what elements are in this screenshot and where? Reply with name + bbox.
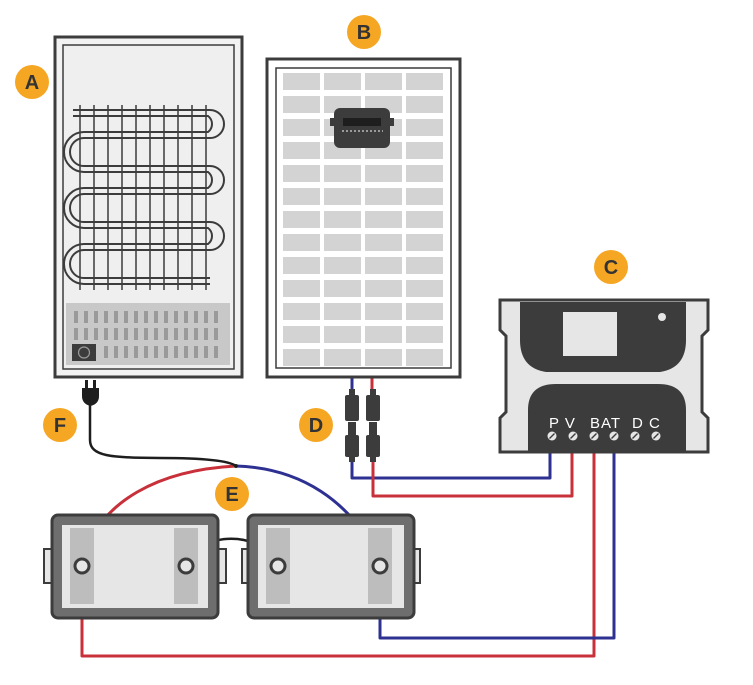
pv-blue-wire [350,452,552,480]
solar-cell [283,165,320,182]
solar-cell [365,349,402,366]
solar-cell [406,119,443,136]
solar-cell [283,142,320,159]
fridge [53,35,244,379]
solar-cell [406,234,443,251]
solar-cell [324,257,361,274]
badge-f-text: F [54,415,66,437]
badge-a: A [15,65,49,99]
solar-cell [365,73,402,90]
solar-cell [365,211,402,228]
solar-cell [324,188,361,205]
badge-b-text: B [357,22,371,44]
solar-cell [283,119,320,136]
solar-cell [283,326,320,343]
mc4-connectors [345,389,380,462]
solar-cell [406,73,443,90]
controller-display [563,312,617,356]
solar-cell [324,303,361,320]
badge-d: D [299,408,333,442]
solar-cell [324,326,361,343]
battery-left [43,513,227,620]
solar-cell [365,257,402,274]
cable-junction [234,464,238,468]
junction-box [330,108,394,148]
solar-cell [365,326,402,343]
pv-label: P V [549,415,576,432]
solar-cell [365,280,402,297]
pv-red-wire [371,452,574,498]
solar-cell [283,349,320,366]
solar-cell [406,96,443,113]
solar-cell [324,280,361,297]
solar-cell [283,257,320,274]
solar-cell [406,326,443,343]
badge-a-text: A [25,72,39,94]
solar-cell [283,188,320,205]
power-socket-icon [72,344,96,361]
solar-cell [406,280,443,297]
badge-e-text: E [225,484,238,506]
solar-cell [283,96,320,113]
badge-d-text: D [309,415,323,437]
dc-label: D C [632,415,661,432]
badge-c-text: C [604,257,618,279]
controller-led [658,313,666,321]
solar-cell [406,257,443,274]
solar-cell [406,188,443,205]
badge-e: E [215,477,249,511]
badge-f: F [43,408,77,442]
solar-cell [406,165,443,182]
badge-b: B [347,15,381,49]
solar-cell [406,211,443,228]
solar-panel [265,57,462,379]
solar-cell [283,211,320,228]
battery-right-terminal-neg [371,557,389,575]
battery-left-terminal-neg [177,557,195,575]
solar-cell [324,234,361,251]
plug-cable [88,405,237,468]
solar-cell [324,73,361,90]
solar-cell [365,165,402,182]
vent-slots [74,311,218,358]
solar-cell [283,234,320,251]
solar-cell [365,188,402,205]
solar-cell [406,303,443,320]
solar-cell [283,280,320,297]
solar-cell [406,142,443,159]
solar-cell [283,73,320,90]
condenser-coil [63,109,225,285]
solar-cell [324,349,361,366]
solar-cell [365,234,402,251]
battery-left-terminal-pos [73,557,91,575]
badge-c: C [594,250,628,284]
bat-label: BAT [590,415,621,432]
plug-icon [82,380,99,406]
charge-controller: P V BAT D C [498,298,710,454]
solar-cell [406,349,443,366]
solar-cell [365,303,402,320]
solar-cell [324,211,361,228]
controller-terminal-panel [528,384,686,452]
solar-cell [324,165,361,182]
solar-cell [283,303,320,320]
coil-fins [79,105,207,290]
battery-right-terminal-pos [269,557,287,575]
battery-right [241,513,421,620]
